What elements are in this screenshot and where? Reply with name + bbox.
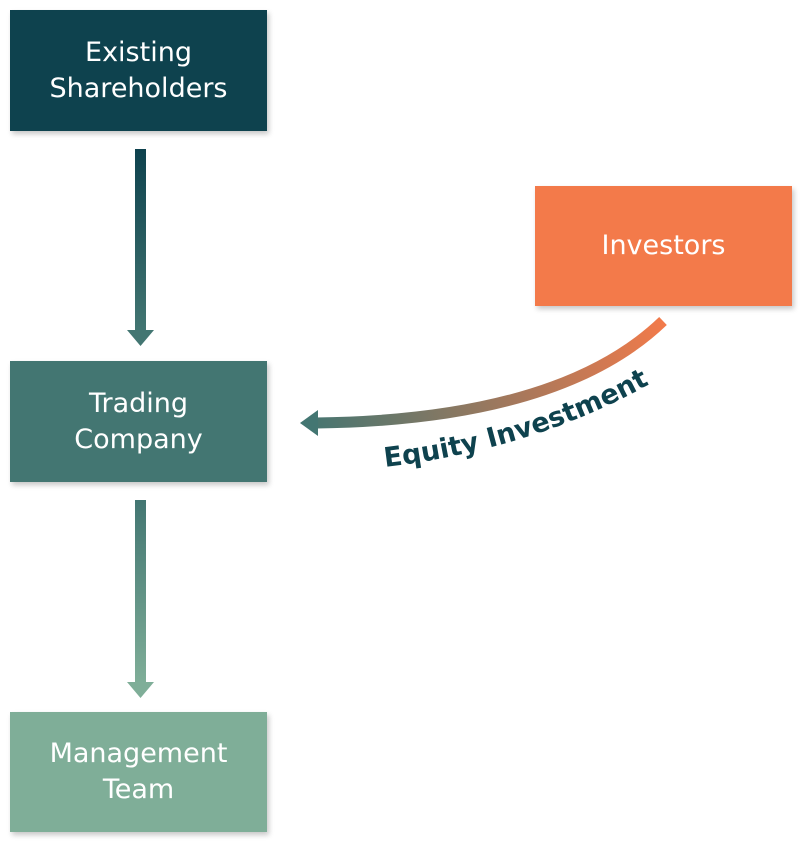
arrow-head (127, 330, 154, 346)
node-label-line: Shareholders (49, 72, 228, 104)
arrow-shaft (135, 149, 146, 332)
arrow-head (300, 410, 318, 436)
arrow-shareholders-to-trading (127, 149, 154, 346)
curved-arrow-shaft (315, 317, 667, 429)
node-label-line: Management (49, 738, 228, 769)
arrow-trading-to-management (127, 500, 154, 698)
node-existing-shareholders: Existing Shareholders (10, 10, 267, 131)
node-label-line: Trading (88, 387, 189, 419)
node-management-team: Management Team (10, 712, 267, 832)
arrow-head (127, 682, 154, 698)
node-label-line: Existing (85, 36, 192, 68)
node-label-line: Team (102, 774, 175, 805)
node-label-line: Company (74, 423, 203, 455)
arrow-investors-to-trading (300, 317, 667, 436)
arrow-shaft (135, 500, 146, 684)
node-trading-company: Trading Company (10, 361, 267, 482)
node-label-line: Investors (601, 230, 726, 261)
node-investors: Investors (535, 186, 792, 306)
